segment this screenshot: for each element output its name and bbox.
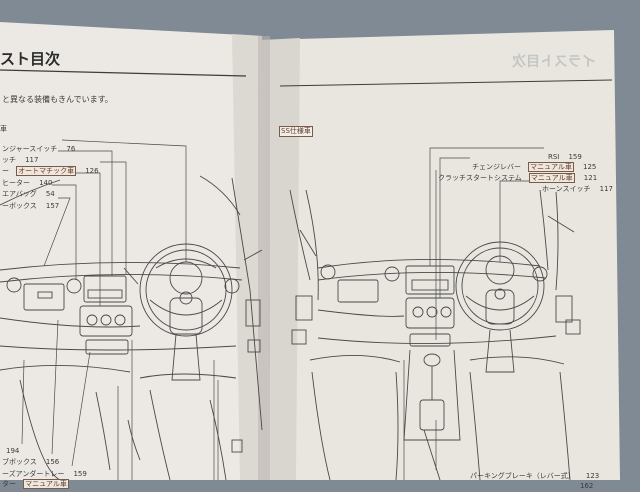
left-callout-5: エアバッグ 54 bbox=[2, 181, 55, 200]
manual-tag: マニュアル車 bbox=[528, 162, 574, 172]
left-bottom-callout-4: ター マニュアル車 bbox=[2, 471, 69, 490]
left-section-marker: 車 bbox=[0, 125, 7, 133]
left-callout-page: 117 bbox=[25, 156, 39, 164]
left-callout-label: エアバッグ bbox=[2, 190, 37, 198]
left-bottom-callout-3: ーズアンダートレー 159 bbox=[2, 461, 87, 480]
left-bottom-page: 159 bbox=[73, 470, 87, 478]
manual-photo bbox=[0, 22, 620, 480]
left-callout-3: ー オートマチック車 126 bbox=[2, 158, 99, 177]
left-callout-label: ンジャースイッチ bbox=[2, 145, 58, 153]
right-callout-page: 125 bbox=[582, 163, 597, 171]
right-callout-label: RSI bbox=[548, 153, 560, 161]
right-bottom-page: 123 bbox=[585, 472, 600, 480]
left-callout-label: ヒーター bbox=[2, 179, 30, 187]
right-callout-3: クラッチスタートシステム マニュアル車 121 bbox=[438, 165, 597, 184]
left-callout-2: ッチ 117 bbox=[2, 147, 38, 166]
left-callout-label: ー bbox=[2, 167, 9, 175]
right-dashboard-illustration bbox=[289, 189, 581, 480]
left-callout-1: ンジャースイッチ 76 bbox=[2, 136, 75, 155]
left-callout-page: 54 bbox=[45, 190, 55, 198]
left-bottom-page: 194 bbox=[6, 447, 20, 455]
left-callout-label: ッチ bbox=[2, 156, 16, 164]
left-callout-page: 126 bbox=[85, 167, 99, 175]
left-bottom-label: ブボックス bbox=[2, 458, 37, 466]
left-bottom-label: ター bbox=[2, 480, 16, 488]
right-callout-label: ホーンスイッチ bbox=[542, 185, 591, 193]
left-leader-lines bbox=[21, 139, 219, 480]
right-callout-2: チェンジレバー マニュアル車 125 bbox=[472, 154, 596, 173]
right-page bbox=[262, 30, 620, 480]
right-bottom-callout-2: 162 bbox=[580, 473, 593, 492]
left-bottom-callout-1: 194 bbox=[6, 438, 19, 457]
right-callout-label: チェンジレバー bbox=[472, 163, 521, 171]
right-bottom-callout-1: パーキングブレーキ（レバー式） 123 bbox=[470, 463, 599, 482]
left-callout-page: 140 bbox=[39, 179, 53, 187]
left-intro-text: と異なる装備もきんでいます。 bbox=[2, 95, 113, 104]
manual-tag: マニュアル車 bbox=[528, 173, 575, 183]
left-page-title: スト目次 bbox=[0, 50, 61, 68]
left-dashboard-illustration bbox=[0, 175, 263, 480]
left-callout-label: ーボックス bbox=[2, 202, 37, 210]
right-page-ghost-title: イラスト目次 bbox=[512, 54, 596, 70]
right-callout-page: 117 bbox=[599, 185, 613, 193]
right-callout-label: クラッチスタートシステム bbox=[438, 174, 522, 182]
automatic-tag: オートマチック車 bbox=[16, 166, 77, 176]
left-header-rule bbox=[0, 69, 247, 77]
right-callout-4: ホーンスイッチ 117 bbox=[542, 176, 613, 195]
manual-tag: マニュアル車 bbox=[23, 479, 69, 489]
left-bottom-page: 156 bbox=[45, 458, 60, 466]
left-bottom-label: ーズアンダートレー bbox=[2, 470, 65, 478]
left-page bbox=[0, 22, 270, 480]
left-callout-page: 157 bbox=[45, 202, 60, 210]
right-bottom-page: 162 bbox=[580, 482, 594, 490]
left-callout-page: 76 bbox=[66, 145, 76, 153]
right-bottom-label: パーキングブレーキ（レバー式） bbox=[470, 472, 575, 480]
left-callout-4: ヒーター 140 bbox=[2, 170, 52, 189]
right-callout-1: RSI 159 bbox=[548, 144, 582, 163]
right-leader-lines bbox=[403, 147, 544, 480]
left-bottom-callout-2: ブボックス 156 bbox=[2, 449, 59, 468]
right-header-rule bbox=[279, 79, 613, 87]
right-callout-page: 159 bbox=[568, 153, 582, 161]
left-callout-6: ーボックス 157 bbox=[2, 193, 59, 212]
right-callout-page: 121 bbox=[583, 174, 598, 182]
model-tag: SS仕様車 bbox=[279, 126, 313, 137]
